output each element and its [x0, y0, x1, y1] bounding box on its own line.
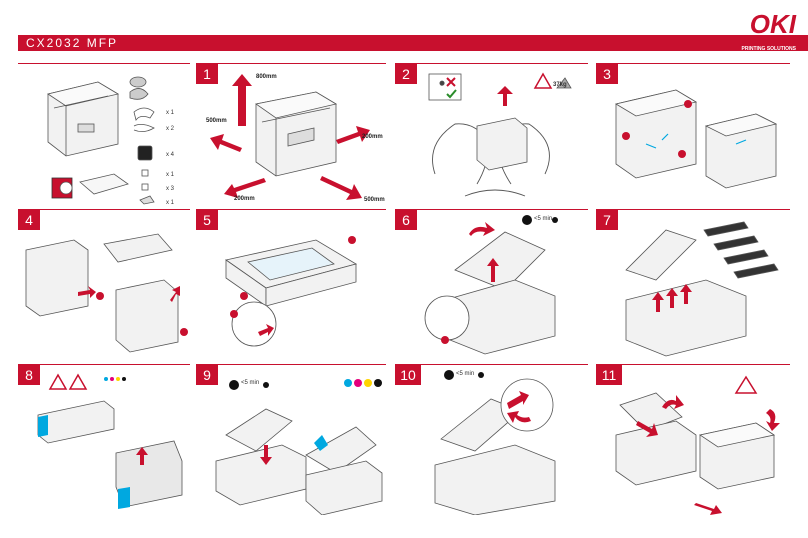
logo-brand: OKI	[749, 9, 796, 39]
dim-right: 200mm	[362, 134, 383, 140]
step-1-illustration	[210, 74, 370, 200]
panel-step-3: 3	[596, 63, 790, 208]
step-10-illustration	[434, 370, 556, 515]
step-number: 11	[596, 365, 622, 385]
clock-icon	[444, 370, 454, 380]
step-7-illustration	[625, 221, 779, 357]
step-number: 4	[18, 210, 40, 230]
step-number: 5	[196, 210, 218, 230]
qty-4: x 4	[166, 152, 175, 158]
step-number: 8	[18, 365, 40, 385]
panel-step-10: 10 <5 min	[395, 364, 588, 515]
panel-step-5: 5	[196, 209, 386, 356]
oki-logo: OKI PRINTING SOLUTIONS	[728, 9, 796, 52]
sun-icon	[552, 217, 558, 223]
qty-1: x 1	[166, 110, 175, 116]
step-number: 9	[196, 365, 218, 385]
panel-step-2: 2 ● 37kg	[395, 63, 588, 208]
svg-text:●: ●	[439, 78, 445, 89]
step-number: 3	[596, 64, 618, 84]
qty-5: x 1	[166, 172, 175, 178]
step-8-illustration	[37, 373, 183, 509]
panel-step-4: 4	[18, 209, 190, 356]
qty-6: x 1	[166, 200, 175, 206]
step-number: 10	[395, 365, 421, 385]
weight-label: 37kg	[553, 82, 567, 88]
sun-icon	[263, 382, 269, 388]
contents-illustration	[47, 76, 155, 205]
warning-icon	[734, 375, 758, 394]
step-9-illustration	[215, 379, 383, 515]
time-label: <5 min	[456, 371, 475, 377]
step-number: 7	[596, 210, 618, 230]
panel-step-1: 1 800mm 500mm 200mm 200mm 500mm	[196, 63, 386, 208]
dim-left: 500mm	[206, 118, 227, 124]
clock-icon	[229, 380, 239, 390]
panel-step-9: 9 <5 min	[196, 364, 386, 515]
panel-step-7: 7	[596, 209, 790, 357]
step-number: 1	[196, 64, 218, 84]
step-3-illustration	[614, 89, 778, 189]
dim-top: 800mm	[256, 74, 277, 80]
step-number: 6	[395, 210, 417, 230]
dim-bottom-right: 500mm	[364, 197, 385, 203]
clock-icon	[522, 215, 532, 225]
panel-step-11: 11	[596, 364, 790, 515]
logo-tagline: PRINTING SOLUTIONS	[741, 46, 796, 52]
step-6-illustration	[424, 215, 558, 355]
step-4-illustration	[25, 233, 188, 353]
sun-icon	[478, 372, 484, 378]
warning-icon	[48, 373, 68, 390]
time-label: <5 min	[534, 216, 553, 222]
dim-bottom-left: 200mm	[234, 196, 255, 202]
warning-icon	[68, 373, 88, 390]
time-label: <5 min	[241, 380, 260, 386]
qty-3: x 3	[166, 186, 175, 192]
step-number: 2	[395, 64, 417, 84]
panel-contents: x 1 x 2 x 4 x 1 x 3 x 1	[18, 63, 190, 208]
step-11-illustration	[615, 375, 780, 515]
panel-step-8: 8	[18, 364, 190, 514]
step-5-illustration	[225, 236, 358, 347]
qty-2: x 2	[166, 126, 175, 132]
header: CX2032 MFP OKI PRINTING SOLUTIONS	[0, 0, 808, 58]
page-title: CX2032 MFP	[26, 36, 119, 50]
panel-step-6: 6 <5 min	[395, 209, 588, 356]
step-2-illustration: ●	[428, 72, 572, 197]
title-bar: CX2032 MFP	[18, 35, 808, 51]
